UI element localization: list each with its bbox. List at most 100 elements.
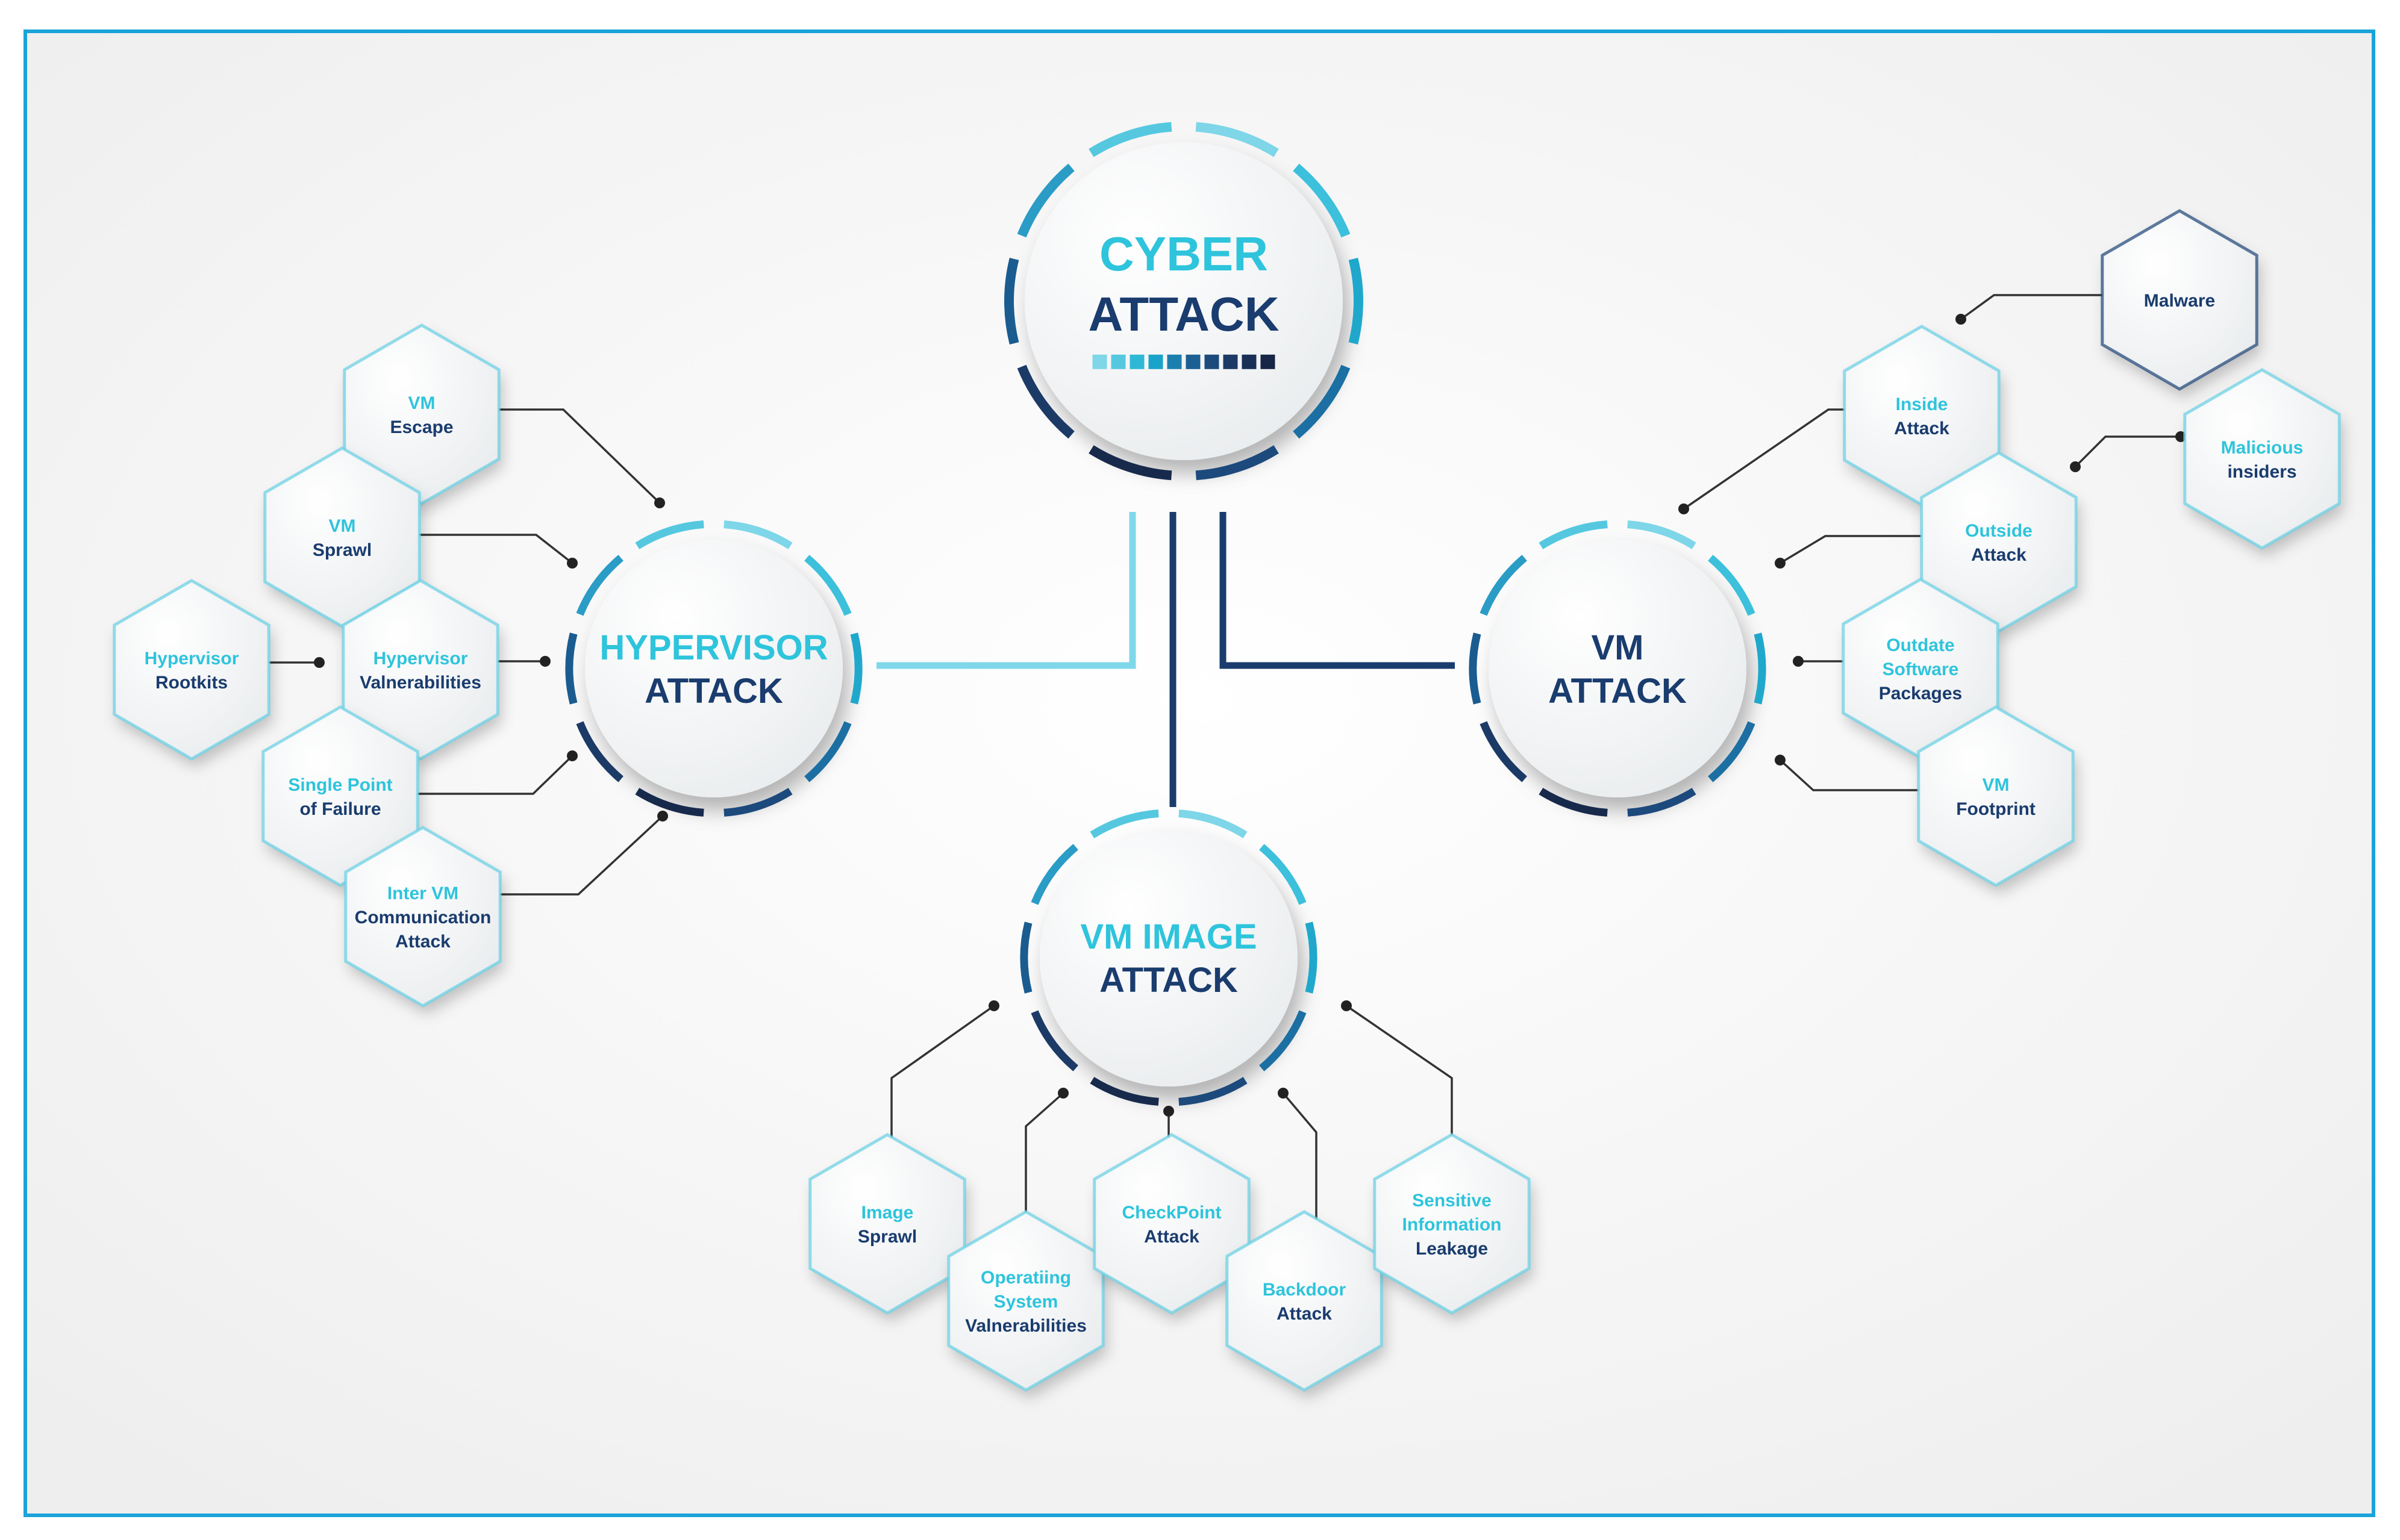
hex-shape [1843, 579, 1998, 758]
ring-segment [804, 721, 852, 782]
connector-dot [654, 497, 665, 508]
hex-shape [114, 581, 269, 759]
root-circle-cyber-attack: CYBER ATTACK [1004, 122, 1363, 481]
ring-segment [1469, 632, 1481, 705]
hex-label-line: Outdate [1886, 635, 1954, 655]
ring-segment [1539, 788, 1608, 817]
title-bar-square [1111, 354, 1126, 369]
ring-segment [576, 555, 623, 616]
hex-label-line: Footprint [1956, 799, 2036, 819]
ring-segment [723, 788, 793, 817]
ring-segment [1178, 1077, 1248, 1106]
hex-label-line: System [994, 1292, 1058, 1312]
hex-label-line: VM [408, 393, 436, 413]
hex-label-line: Backdoor [1263, 1280, 1346, 1300]
hex-shape [2102, 211, 2257, 389]
hex-shape [343, 581, 498, 759]
hex-label-line: CheckPoint [1122, 1203, 1221, 1223]
circle-face [1040, 829, 1298, 1086]
hex-shape [1921, 453, 2077, 631]
connector-dot [1775, 558, 1786, 569]
connector-line [1960, 294, 2114, 320]
hex-label-line: Sensitive [1412, 1191, 1492, 1211]
hex-outline [2183, 368, 2341, 550]
title-bar-square [1260, 354, 1275, 369]
connector-dot [314, 657, 325, 668]
connector-line [890, 1005, 995, 1153]
hex-shape [1918, 707, 2073, 885]
circle-title-line: ATTACK [1089, 287, 1280, 341]
hex-outline [113, 579, 270, 761]
connector-dot [1278, 1088, 1289, 1099]
ring-segment [723, 520, 793, 549]
ring-segment [1090, 809, 1159, 838]
hex-label-line: VM [329, 516, 356, 536]
hex-label-line: Rootkits [155, 673, 228, 693]
ring-segment [1348, 257, 1363, 345]
hex-label-line: insiders [2227, 462, 2296, 482]
hex-shape [263, 707, 418, 885]
ring-segment [850, 632, 863, 705]
ring-segment [1017, 364, 1075, 439]
hex-label-line: Image [861, 1203, 914, 1223]
ring-segment [1004, 257, 1019, 345]
circle-face [585, 540, 843, 797]
connector-dot [1678, 503, 1689, 514]
hex-shape [810, 1135, 965, 1313]
hex-label-line: Inter VM [387, 884, 458, 903]
ring-segment [1089, 122, 1172, 157]
ring-segment [1293, 364, 1351, 439]
circle-title-line: VM IMAGE [1080, 917, 1257, 956]
hex-label-line: Hypervisor [373, 649, 468, 669]
ring-segment [1195, 122, 1279, 157]
connector-dot [1793, 656, 1804, 667]
ring-segment [1708, 721, 1755, 782]
connector-dot [567, 750, 578, 761]
ring-segment [1627, 520, 1696, 549]
hex-label-line: Communication [355, 908, 492, 927]
connector-dot [540, 656, 551, 667]
hex-label-line: Escape [390, 417, 453, 437]
connector-line [1346, 1005, 1453, 1159]
hex-label-line: Attack [1894, 419, 1949, 438]
hexagon-items: VMEscapeVMSprawlHypervisorRootkitsHyperv… [113, 209, 2341, 1392]
hex-label-line: Malware [2144, 291, 2215, 311]
hex-shape [1844, 326, 1999, 505]
hex-outline [1917, 705, 2075, 887]
hex-label-line: Attack [1971, 545, 2027, 565]
circle-title-line: ATTACK [645, 672, 783, 711]
connector-dot [567, 558, 578, 569]
connector-line [364, 534, 573, 564]
hex-label-line: Software [1883, 659, 1959, 679]
ring-segment [1708, 555, 1755, 616]
ring-segment [635, 788, 704, 817]
hex-label-line: Packages [1879, 684, 1962, 703]
ring-segment [1293, 163, 1351, 238]
hex-outline [1373, 1133, 1531, 1315]
hex-outline [1093, 1133, 1251, 1315]
hex-outline [2101, 209, 2258, 391]
connector-line [2074, 435, 2181, 468]
hex-outline [261, 705, 419, 887]
hex-shape [948, 1212, 1104, 1390]
hex-label-line: Attack [1144, 1227, 1199, 1247]
hex-label-line: Inside [1896, 394, 1948, 414]
hex-shape [1227, 1212, 1382, 1390]
title-bar-square [1223, 354, 1238, 369]
hex-label-line: Sprawl [313, 540, 372, 560]
circle-title-line: CYBER [1099, 227, 1268, 281]
